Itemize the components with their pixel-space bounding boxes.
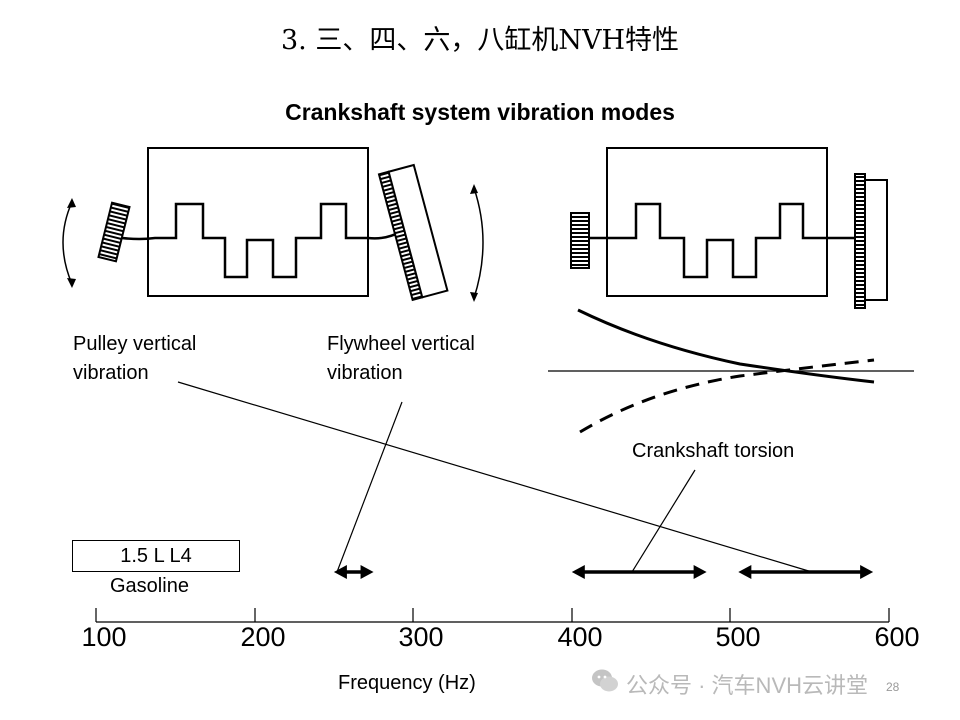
- axis-tick-label: 500: [715, 622, 761, 652]
- engine-model: 1.5 L L4: [120, 545, 192, 567]
- right-crankshaft-diagram: [548, 147, 914, 434]
- flywheel-vibration-label: Flywheel vertical vibration: [327, 330, 475, 388]
- axis-tick-label: 600: [874, 622, 920, 652]
- right-crankshaft-line: [588, 202, 857, 279]
- right-pulley: [570, 212, 590, 269]
- left-crankshaft-line: [121, 202, 401, 279]
- watermark-text: 公众号 · 汽车NVH云讲堂: [626, 673, 869, 698]
- pulley-label-line2: vibration: [73, 362, 149, 384]
- slide-heading: 3. 三、四、六，八缸机NVH特性: [280, 25, 679, 56]
- diagram-title: Crankshaft system vibration modes: [285, 99, 675, 125]
- wechat-icon: [592, 669, 618, 692]
- axis-tick-label: 300: [398, 622, 444, 652]
- frequency-range-arrows: [333, 565, 874, 579]
- left-pulley: [97, 201, 131, 263]
- right-flywheel: [864, 179, 888, 301]
- left-engine-block: [147, 147, 369, 297]
- engine-spec-box: [72, 540, 240, 572]
- flywheel-label-line1: Flywheel vertical: [327, 333, 475, 355]
- torsion-mode-solid: [577, 308, 875, 384]
- range-arrow-pulley-vertical: [738, 565, 874, 579]
- range-arrow-flywheel-vertical: [333, 565, 374, 579]
- left-flywheel: [377, 163, 449, 302]
- axis-tick-label: 400: [557, 622, 603, 652]
- range-arrow-crankshaft-torsion: [571, 565, 707, 579]
- flywheel-rotation-arc: [473, 187, 484, 299]
- pulley-leader-line: [177, 381, 813, 573]
- crankshaft-torsion-label: Crankshaft torsion: [632, 440, 795, 462]
- axis-tick-label: 200: [240, 622, 286, 652]
- right-engine-block: [606, 147, 828, 297]
- left-crankshaft-diagram: [62, 147, 484, 302]
- page-number: 28: [886, 680, 900, 694]
- torsion-leader-line: [631, 469, 696, 573]
- frequency-axis-label: Frequency (Hz): [338, 672, 476, 694]
- torsion-mode-dashed: [579, 358, 875, 434]
- right-flywheel-ring: [854, 173, 866, 309]
- flywheel-label-line2: vibration: [327, 362, 403, 384]
- pulley-vibration-label: Pulley vertical vibration: [73, 330, 196, 388]
- engine-fuel: Gasoline: [110, 575, 189, 597]
- frequency-axis: [95, 608, 890, 623]
- pulley-label-line1: Pulley vertical: [73, 333, 197, 355]
- flywheel-leader-line: [336, 401, 403, 573]
- pulley-rotation-arc: [62, 201, 73, 285]
- axis-tick-label: 100: [81, 622, 127, 652]
